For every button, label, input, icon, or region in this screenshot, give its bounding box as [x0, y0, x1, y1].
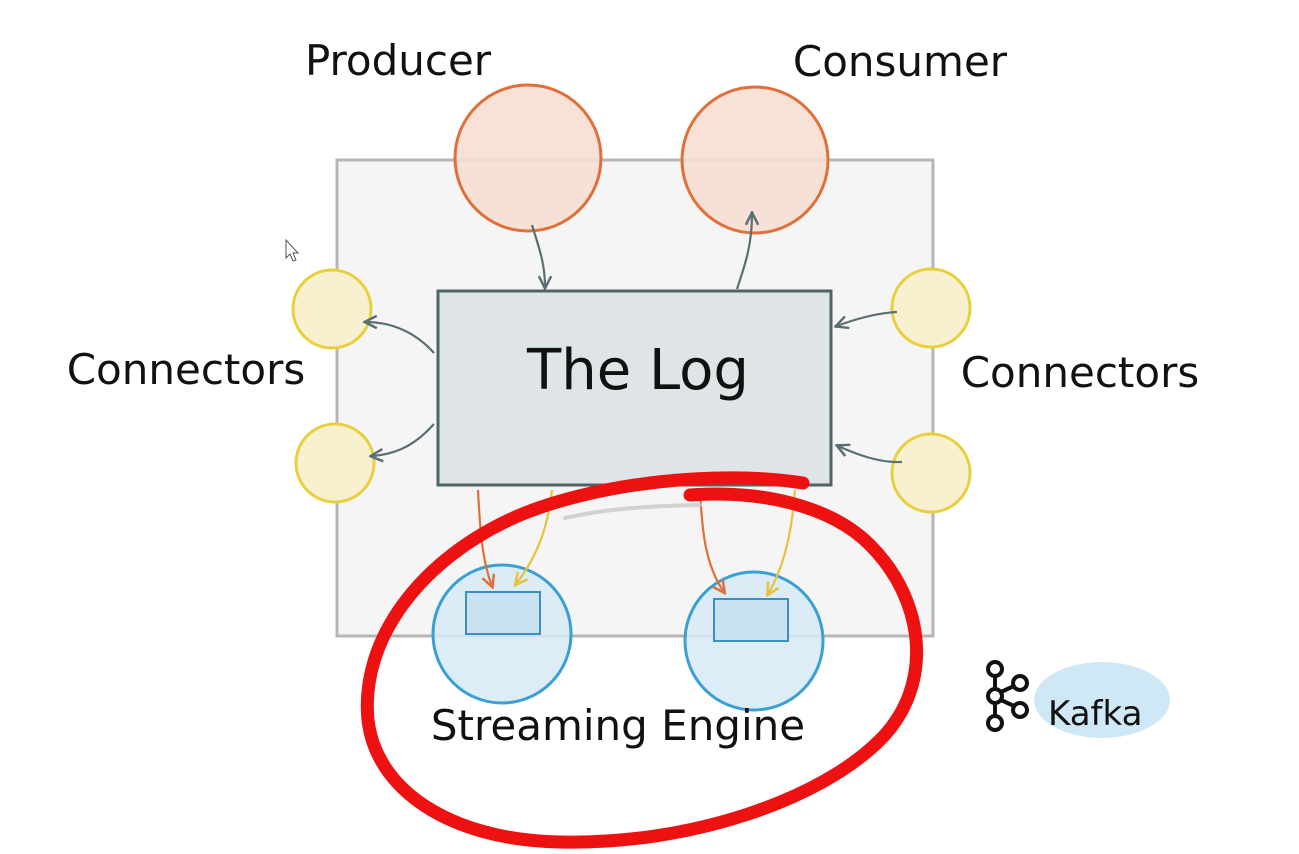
log-to-stream-right-orange-arrow — [698, 489, 724, 592]
kafka-logo: Kafka — [986, 660, 1170, 738]
connector-node-right-bottom — [890, 432, 972, 514]
kafka-logo-text: Kafka — [1048, 694, 1142, 734]
log-to-connector-left-bottom-arrow — [372, 423, 435, 456]
kafka-logo-icon — [986, 660, 1029, 732]
consumer-label: Consumer — [793, 37, 1008, 86]
connector-right-bottom-to-log-arrow — [838, 446, 903, 464]
highlight-scribble — [563, 503, 702, 520]
connector-node-left-bottom — [294, 422, 376, 504]
consumer-node — [680, 85, 830, 235]
streaming-engine-highlight-ring — [360, 471, 924, 849]
connectors-right-label: Connectors — [961, 348, 1200, 397]
log-to-connector-left-top-arrow — [366, 322, 435, 354]
streaming-engine-label: Streaming Engine — [431, 701, 805, 750]
log-to-consumer-arrow — [735, 214, 752, 290]
stream-processor-state-left — [465, 591, 541, 635]
log-label: The Log — [526, 338, 749, 403]
connectors-left-label: Connectors — [67, 345, 306, 394]
connector-right-top-to-log-arrow — [837, 310, 898, 326]
log-to-stream-left-orange-arrow — [476, 489, 492, 586]
producer-label: Producer — [305, 36, 492, 85]
cursor-icon — [285, 238, 300, 262]
log-box — [436, 289, 833, 487]
connector-node-right-top — [890, 267, 972, 349]
connector-node-left-top — [291, 268, 373, 350]
stream-processor-state-right — [713, 598, 789, 642]
producer-to-log-arrow — [530, 224, 545, 287]
kafka-logo-cloud — [1034, 662, 1170, 738]
producer-node — [453, 83, 603, 233]
